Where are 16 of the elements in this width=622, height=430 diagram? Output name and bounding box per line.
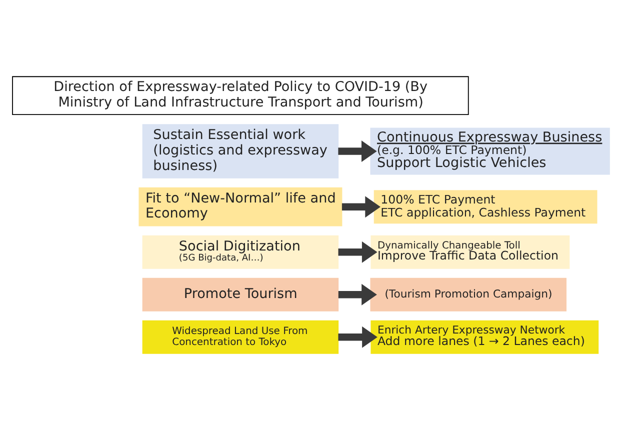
- arrow: [338, 326, 378, 348]
- node-box: Promote Tourism: [142, 278, 339, 312]
- arrow: [338, 284, 377, 306]
- node-box: Social Digitization (5G Big-data, AI…): [142, 235, 339, 269]
- node-box: Direction of Expressway-related Policy to COVID-19 (By Ministry of Land Infrastructure Transport and Tourism): [12, 76, 469, 116]
- node-box: Continuous Expressway Business (e.g. 100% ETC Payment) Support Logistic Vehicles: [370, 128, 610, 175]
- node-box: Dynamically Changeable Toll Improve Traffic Data Collection: [370, 235, 570, 269]
- node-box: 100% ETC Payment ETC application, Cashless Payment: [374, 190, 598, 224]
- arrow: [338, 140, 377, 162]
- node-box: Sustain Essential work (logistics and expressway business): [142, 124, 339, 178]
- node-box: Fit to “New-Normal” life and Economy: [138, 187, 342, 226]
- node-box: (Tourism Promotion Campaign): [370, 278, 566, 312]
- arrow: [338, 241, 378, 263]
- node-box: Enrich Artery Expressway Network Add more lanes (1 → 2 Lanes each): [370, 320, 599, 354]
- arrow: [342, 196, 381, 218]
- node-box: Widespread Land Use From Concentration to Tokyo: [142, 320, 339, 354]
